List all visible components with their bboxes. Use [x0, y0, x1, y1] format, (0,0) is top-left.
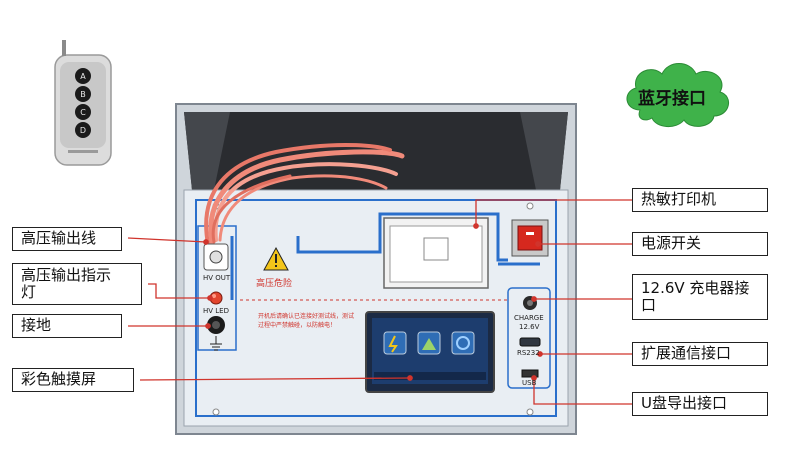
warning-label: 高压危险	[256, 279, 293, 289]
charge-voltage-label: 12.6V	[519, 323, 540, 331]
hv-out-label: HV OUT	[203, 274, 231, 282]
hv-cable	[204, 143, 405, 246]
bluetooth-label: 蓝牙接口	[638, 89, 706, 109]
thermal-printer	[383, 217, 489, 289]
callout-label: 电源开关	[641, 234, 702, 253]
callout-power-switch: 电源开关	[632, 232, 768, 256]
remote-button-c: C	[75, 104, 91, 120]
callout-charger-port: 12.6V 充电器接口	[632, 274, 768, 320]
usb-label: USB	[522, 379, 537, 387]
panel-instruction-text: 开机后请确认已连接好测试线，测试过程中严禁触碰，以防触电！	[258, 313, 355, 329]
touch-screen	[365, 311, 495, 393]
remote-button-b: B	[75, 86, 91, 102]
hv-led-indicator	[209, 291, 223, 305]
callout-ground: 接地	[12, 314, 122, 338]
rs232-label: RS232	[517, 349, 540, 357]
warning-triangle-icon	[263, 246, 289, 271]
callout-touch-screen: 彩色触摸屏	[12, 368, 134, 392]
bluetooth-cloud	[626, 63, 729, 127]
leader-lines	[127, 199, 632, 405]
callout-label: U盘导出接口	[641, 394, 727, 413]
callout-label: 彩色触摸屏	[21, 370, 97, 389]
remote-button-a: A	[75, 68, 91, 84]
callout-label: 接地	[21, 316, 52, 335]
callout-thermal-printer: 热敏打印机	[632, 188, 768, 212]
ground-terminal	[207, 316, 225, 351]
callout-hv-output-cable: 高压输出线	[12, 227, 122, 251]
remote-button-d: D	[75, 122, 91, 138]
callout-label: 热敏打印机	[641, 190, 717, 209]
power-switch	[511, 219, 549, 257]
callout-hv-indicator: 高压输出指示灯	[12, 263, 142, 305]
callout-label: 扩展通信接口	[641, 344, 732, 363]
callout-comm-port: 扩展通信接口	[632, 342, 768, 366]
charge-label: CHARGE	[514, 314, 544, 322]
callout-label: 高压输出线	[21, 229, 97, 248]
hv-led-label: HV LED	[203, 307, 229, 315]
remote-control	[54, 40, 112, 166]
callout-label: 高压输出指示灯	[21, 265, 112, 301]
callout-label: 12.6V 充电器接口	[641, 278, 750, 314]
callout-usb-port: U盘导出接口	[632, 392, 768, 416]
hv-out-connector	[203, 243, 229, 271]
